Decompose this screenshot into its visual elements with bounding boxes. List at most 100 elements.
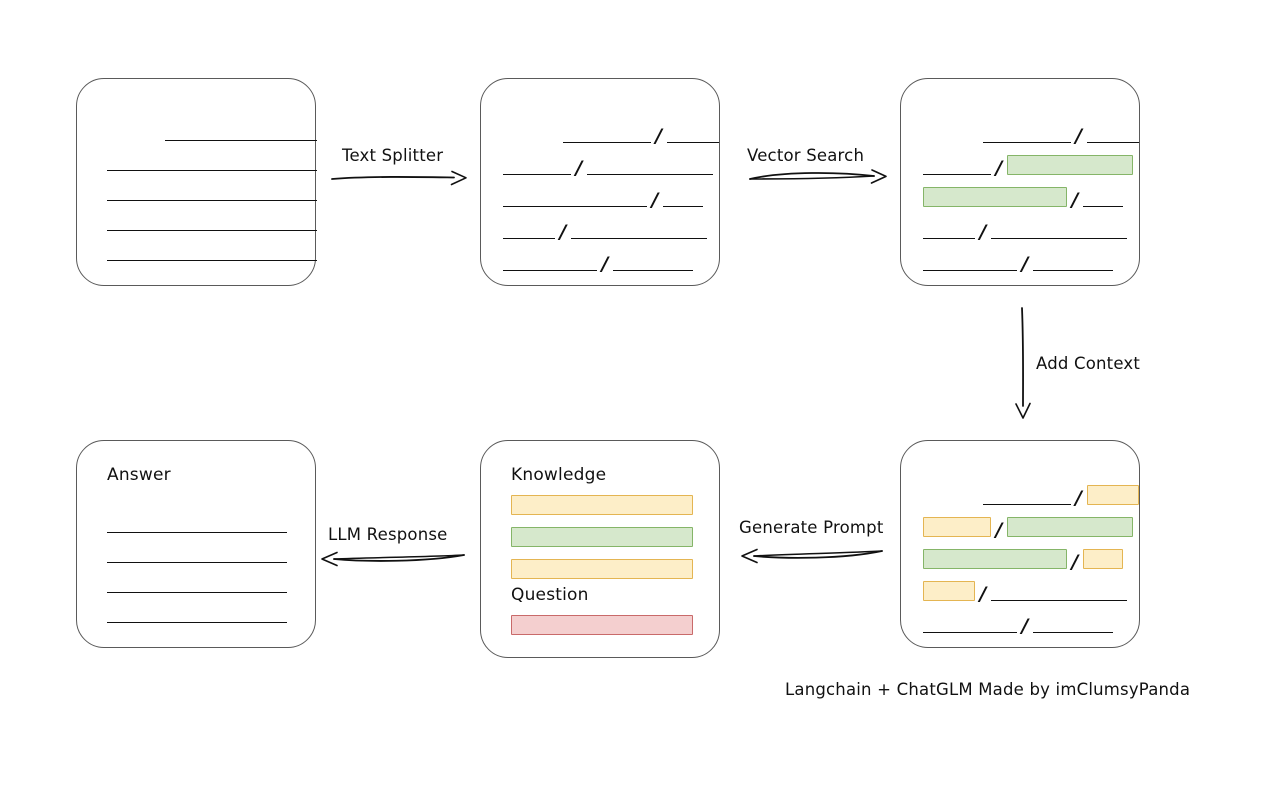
answer-title: Answer <box>107 465 171 485</box>
text-line <box>77 201 317 231</box>
chunk-segment <box>923 224 975 239</box>
context-added-rows: / / / / / <box>901 473 1139 637</box>
arrow-generate-prompt-label: Generate Prompt <box>739 518 884 537</box>
text-line <box>77 593 315 623</box>
knowledge-bar-yellow <box>511 495 693 515</box>
chunk-row: / <box>481 239 719 275</box>
chunk-segment <box>983 490 1071 505</box>
chunk-separator: / <box>575 157 583 179</box>
chunk-segment <box>503 160 571 175</box>
chunk-segment-highlight-yellow <box>923 581 975 601</box>
text-rule <box>107 532 287 533</box>
chunk-row: / <box>901 143 1139 179</box>
box-prompt: Knowledge Question <box>480 440 720 658</box>
chunk-segment <box>587 160 713 175</box>
text-line <box>77 141 317 171</box>
chunk-segment-highlight-yellow <box>1083 549 1123 569</box>
text-rule <box>107 200 317 201</box>
knowledge-title: Knowledge <box>511 465 607 485</box>
box-split-chunks: ///// <box>480 78 720 286</box>
chunk-row: / <box>901 175 1139 211</box>
chunk-separator: / <box>1075 487 1083 509</box>
box-answer: Answer <box>76 440 316 648</box>
chunk-row: / <box>901 537 1139 573</box>
text-rule <box>107 592 287 593</box>
arrow-vector-search <box>748 166 890 188</box>
text-line <box>77 563 315 593</box>
chunk-segment <box>923 618 1017 633</box>
chunk-segment-highlight-green <box>923 549 1067 569</box>
chunk-segment <box>663 192 703 207</box>
answer-lines <box>77 503 315 623</box>
chunk-segment <box>503 224 555 239</box>
text-rule <box>107 260 317 261</box>
chunk-segment <box>983 128 1071 143</box>
question-title: Question <box>511 585 589 605</box>
text-rule <box>107 562 287 563</box>
arrow-llm-response-label: LLM Response <box>328 525 448 544</box>
chunk-segment <box>991 586 1127 601</box>
chunk-segment <box>563 128 651 143</box>
chunk-row: / <box>901 111 1139 147</box>
chunk-segment <box>571 224 707 239</box>
chunk-separator: / <box>655 125 663 147</box>
chunk-separator: / <box>979 583 987 605</box>
chunk-separator: / <box>1075 125 1083 147</box>
chunk-segment-highlight-green <box>1007 517 1133 537</box>
chunk-row: / <box>901 569 1139 605</box>
arrow-add-context-label: Add Context <box>1036 354 1141 373</box>
arrow-text-splitter-label: Text Splitter <box>342 146 444 165</box>
chunk-row: / <box>481 111 719 147</box>
box-source-document <box>76 78 317 286</box>
text-rule <box>165 140 317 141</box>
knowledge-bar-green <box>511 527 693 547</box>
vector-matches-rows: / / / / / <box>901 111 1139 275</box>
chunk-separator: / <box>601 253 609 275</box>
chunk-separator: / <box>1071 551 1079 573</box>
box-vector-matches: / / / / / <box>900 78 1140 286</box>
chunk-segment <box>503 192 647 207</box>
text-line <box>77 503 315 533</box>
question-bar-red <box>511 615 693 635</box>
chunk-segment <box>1083 192 1123 207</box>
chunk-segment-highlight-green <box>1007 155 1133 175</box>
chunk-segment <box>503 256 597 271</box>
chunk-segment <box>1033 618 1113 633</box>
text-rule <box>107 622 287 623</box>
knowledge-bar-yellow <box>511 559 693 579</box>
chunk-row: / <box>901 207 1139 243</box>
chunk-segment-highlight-green <box>923 187 1067 207</box>
chunk-segment-highlight-yellow <box>1086 485 1139 505</box>
chunk-row: / <box>481 175 719 210</box>
text-rule <box>107 230 317 231</box>
split-chunks-rows: ///// <box>481 111 719 275</box>
chunk-segment-highlight-yellow <box>923 517 991 537</box>
chunk-separator: / <box>995 519 1003 541</box>
chunk-separator: / <box>1021 253 1029 275</box>
chunk-separator: / <box>979 221 987 243</box>
chunk-row: / <box>901 601 1139 637</box>
chunk-separator: / <box>559 221 567 243</box>
diagram-caption: Langchain + ChatGLM Made by imClumsyPand… <box>785 680 1191 699</box>
chunk-separator: / <box>995 157 1003 179</box>
arrow-generate-prompt <box>738 545 884 567</box>
arrow-llm-response <box>318 548 466 570</box>
chunk-separator: / <box>1021 615 1029 637</box>
text-line <box>77 171 317 201</box>
chunk-segment <box>1086 128 1139 143</box>
text-rule <box>107 170 317 171</box>
chunk-row: / <box>481 143 719 179</box>
chunk-row: / <box>901 505 1139 541</box>
chunk-row: / <box>481 207 719 243</box>
arrow-add-context <box>1012 306 1038 420</box>
chunk-row: / <box>901 239 1139 275</box>
chunk-segment <box>666 128 719 143</box>
chunk-segment <box>1033 256 1113 271</box>
box-context-added: / / / / / <box>900 440 1140 648</box>
source-document-lines <box>77 111 317 261</box>
chunk-segment <box>613 256 693 271</box>
chunk-row: / <box>901 473 1139 509</box>
text-line <box>77 231 317 261</box>
text-line <box>77 533 315 563</box>
chunk-separator: / <box>1071 189 1079 211</box>
